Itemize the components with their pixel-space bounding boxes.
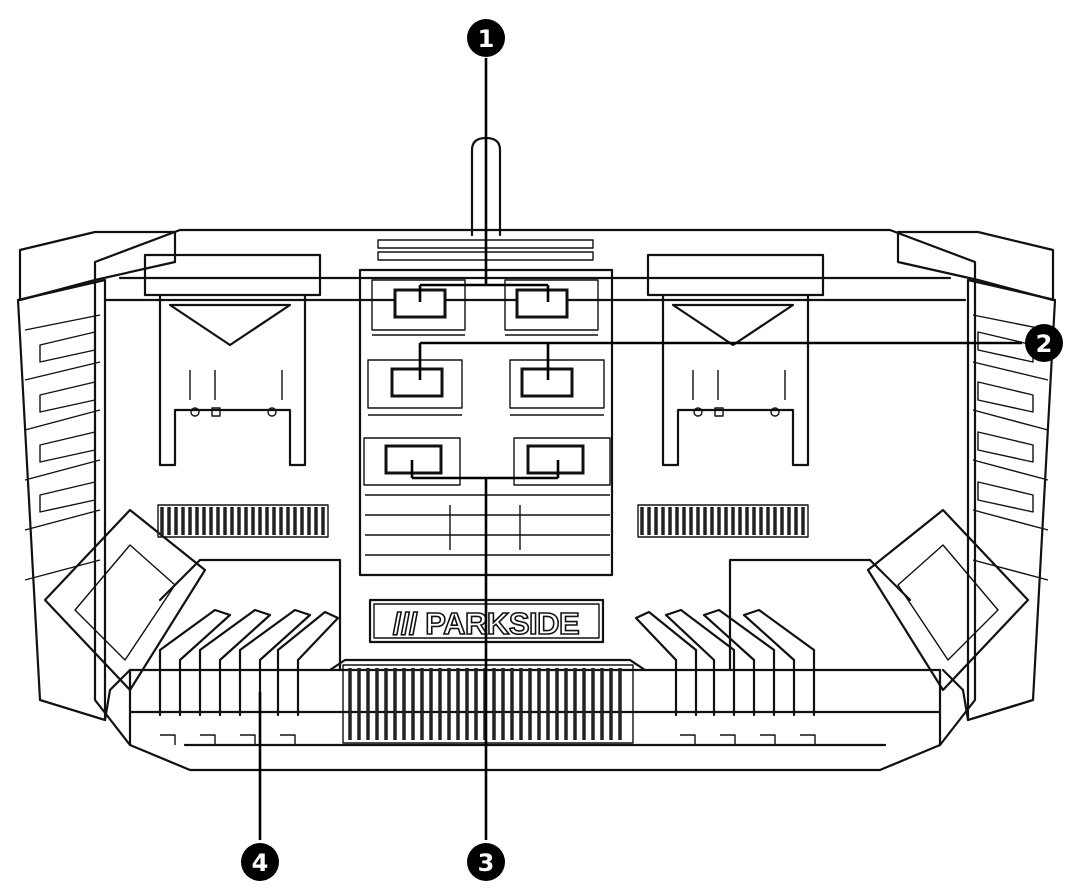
led-indicators	[384, 288, 585, 475]
center-panel	[358, 268, 614, 577]
feet-slots-left	[158, 608, 340, 717]
led-mid-left	[390, 367, 444, 398]
left-battery-slot	[143, 253, 322, 467]
led-bottom-right	[526, 444, 585, 475]
callout-3: 3	[467, 843, 505, 881]
led-top-right	[515, 288, 569, 319]
callout-leaders	[258, 58, 1022, 840]
led-top-left	[393, 288, 447, 319]
right-battery-slot	[646, 253, 825, 467]
led-bottom-left	[384, 444, 443, 475]
front-grill	[348, 668, 622, 740]
callout-2-label: 2	[1036, 330, 1053, 358]
callout-4: 4	[241, 843, 279, 881]
callout-1-label: 1	[478, 25, 495, 53]
left-side-ribs	[16, 230, 207, 722]
vent-left	[160, 507, 325, 535]
right-side-ribs	[866, 230, 1057, 722]
callout-4-label: 4	[252, 849, 269, 877]
callout-2: 2	[1025, 324, 1063, 362]
callout-1: 1	[467, 19, 505, 57]
callout-3-label: 3	[478, 849, 495, 877]
feet-slots-right	[634, 608, 816, 717]
vent-right	[640, 507, 805, 535]
